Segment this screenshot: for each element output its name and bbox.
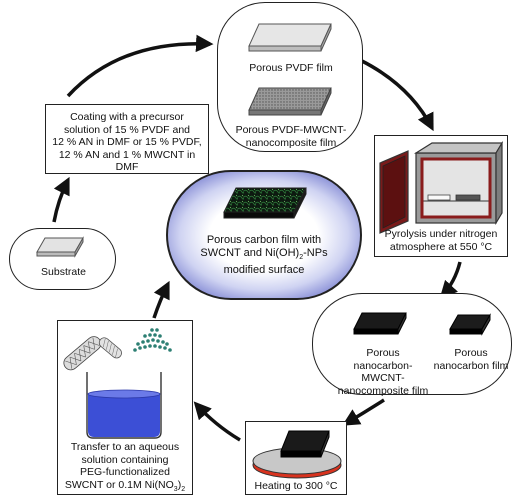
oven-icon	[378, 140, 503, 234]
arrow-nanocarbon-to-heating	[341, 398, 385, 426]
transfer-label: Transfer to an aqueous solution containi…	[64, 441, 186, 493]
hot-plate-icon	[252, 430, 341, 478]
pvdf-films-panel: Porous PVDF film Porous PVDF-MWCNT- nano…	[217, 2, 363, 152]
beaker-icon	[62, 327, 172, 439]
final-product-panel: Porous carbon film with SWCNT and Ni(OH)…	[166, 170, 362, 300]
nanocarbon-mwcnt-label: Porous nanocarbon-MWCNT- nanocomposite f…	[337, 347, 429, 397]
modified-carbon-film	[223, 187, 307, 219]
pyrolysis-step-box: Pyrolysis under nitrogen atmosphere at 5…	[374, 135, 508, 257]
final-product-label: Porous carbon film with SWCNT and Ni(OH)…	[200, 234, 328, 277]
arrow-substrate-to-coating	[52, 176, 70, 223]
arrow-pyrolysis-to-nanocarbon	[439, 261, 462, 299]
arrow-coating-to-pvdf	[66, 34, 214, 98]
nanocarbon-films-panel: Porous nanocarbon-MWCNT- nanocomposite f…	[312, 293, 512, 397]
arrow-heating-to-transfer	[193, 401, 241, 442]
nanotube-icon	[62, 335, 101, 370]
pvdf-film-label: Porous PVDF film	[249, 62, 333, 74]
pvdf-film-sample	[247, 23, 332, 51]
heating-label: Heating to 300 °C	[254, 480, 338, 492]
substrate-label: Substrate	[41, 266, 86, 278]
coating-step-box: Coating with a precursor solution of 15 …	[45, 104, 209, 174]
nanocarbon-label: Porous nanocarbon film	[433, 347, 509, 372]
transfer-step-box: Transfer to an aqueous solution containi…	[57, 320, 193, 495]
arrow-transfer-to-center	[152, 280, 170, 319]
nanoparticle-pile	[132, 327, 172, 352]
nanocarbon-samples	[352, 312, 491, 336]
pvdf-mwcnt-film-sample	[247, 87, 332, 115]
substrate-plate	[35, 235, 84, 258]
pvdf-mwcnt-label: Porous PVDF-MWCNT- nanocomposite film	[235, 124, 347, 149]
heating-step-box: Heating to 300 °C	[245, 421, 347, 495]
arrow-pvdf-to-pyrolysis	[359, 58, 434, 132]
substrate-panel: Substrate	[9, 228, 116, 290]
